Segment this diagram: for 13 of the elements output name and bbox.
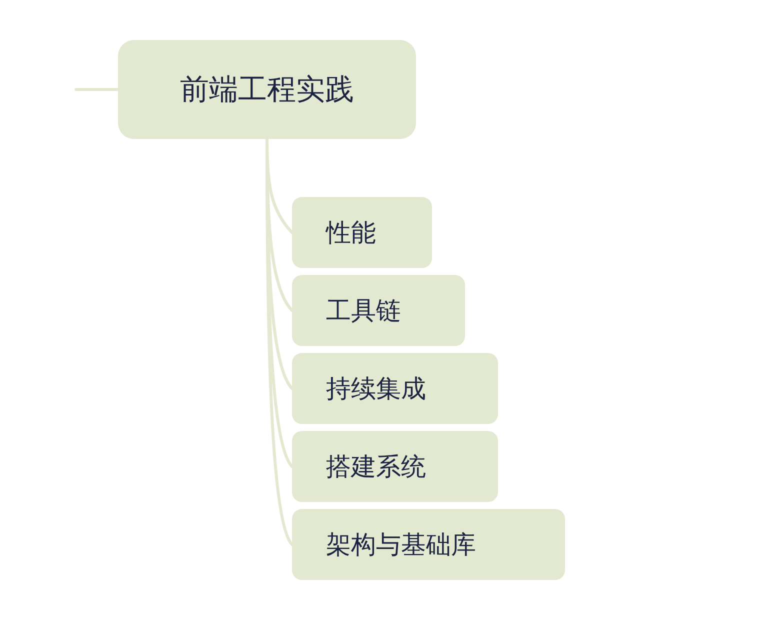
topic-text: 搭建系统 — [326, 452, 426, 482]
branch-stub-line — [74, 88, 120, 91]
topic-text: 工具链 — [326, 296, 401, 326]
subtopic — [292, 353, 498, 424]
topic-text: 架构与基础库 — [326, 530, 476, 560]
topic-text: 前端工程实践 — [180, 72, 354, 107]
central-topic — [118, 40, 416, 139]
subtopic — [292, 275, 465, 346]
subtopic — [292, 509, 565, 580]
topic-text: 持续集成 — [326, 374, 426, 404]
subtopic — [292, 431, 498, 502]
subtopic — [292, 197, 432, 268]
topic-text: 性能 — [326, 218, 376, 248]
